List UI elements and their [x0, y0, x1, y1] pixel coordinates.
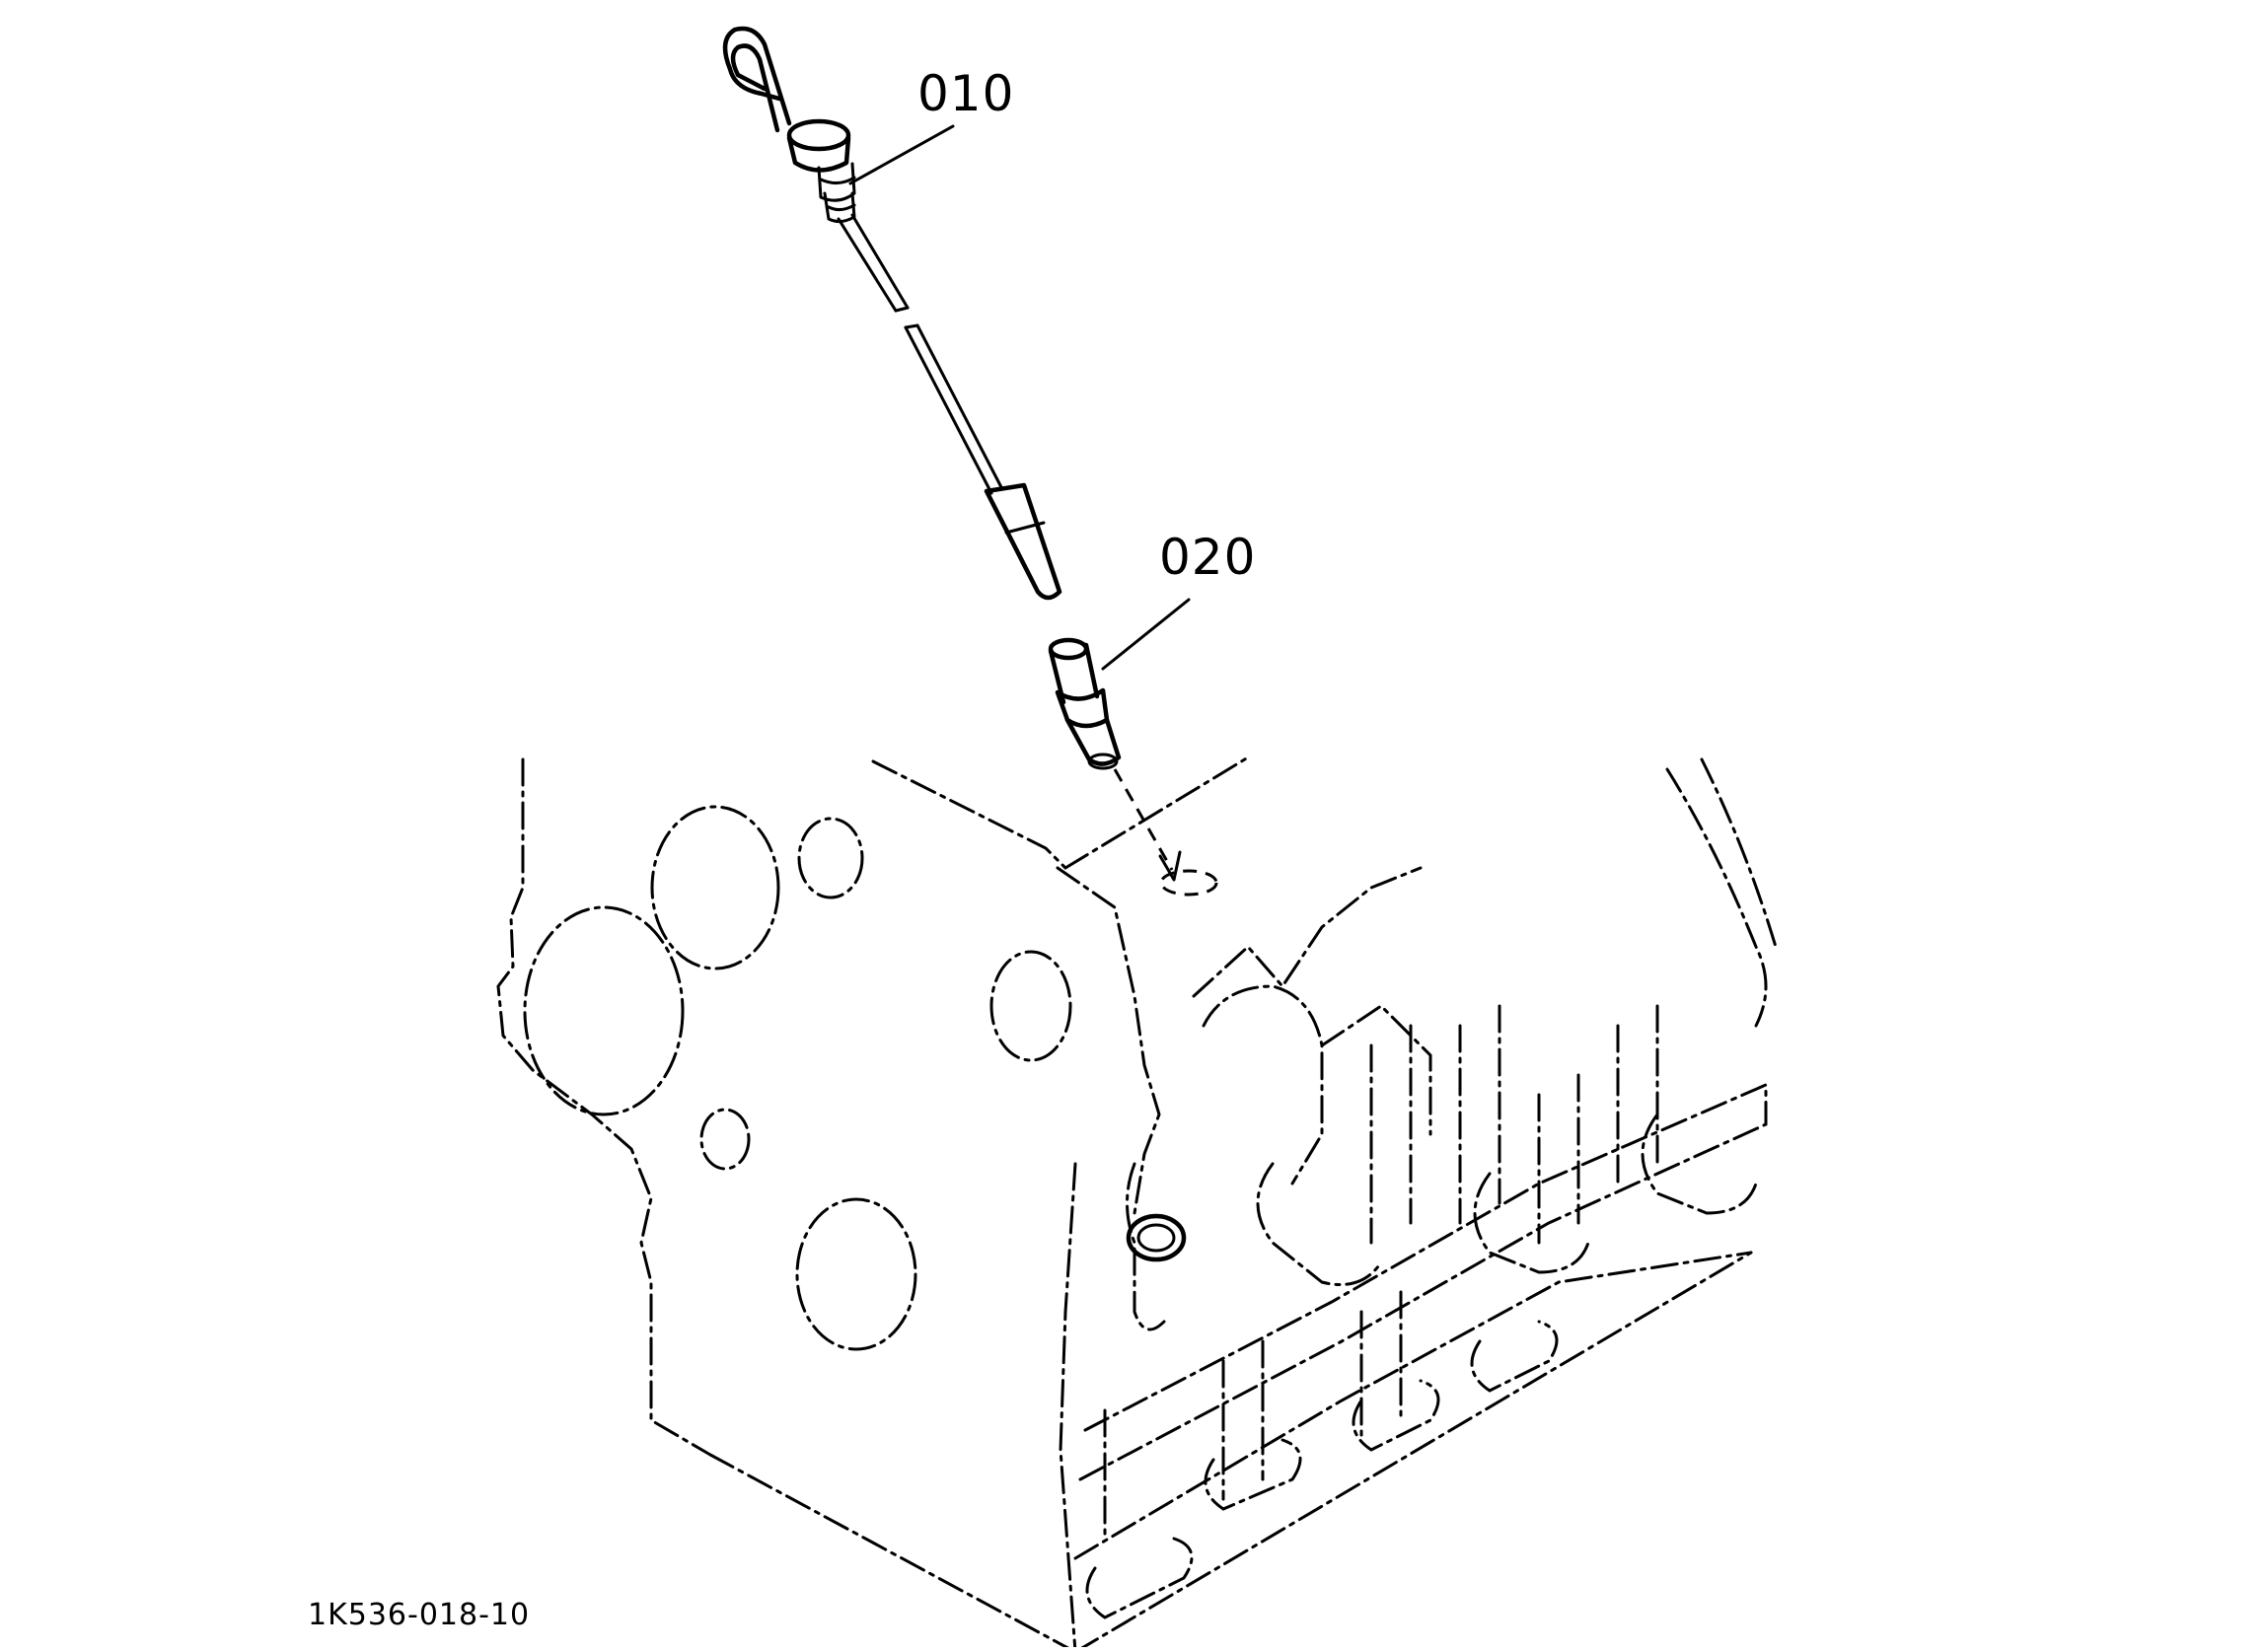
- leader-020: [1101, 598, 1191, 671]
- callout-label-020: 020: [1159, 529, 1257, 586]
- guide-part: [1048, 637, 1218, 897]
- dipstick-part: [722, 26, 1062, 601]
- leader-010: [848, 124, 955, 185]
- drawing-number: 1K536-018-10: [308, 1598, 531, 1632]
- callout-label-010: 010: [917, 65, 1015, 122]
- engine-block: [496, 755, 1778, 1652]
